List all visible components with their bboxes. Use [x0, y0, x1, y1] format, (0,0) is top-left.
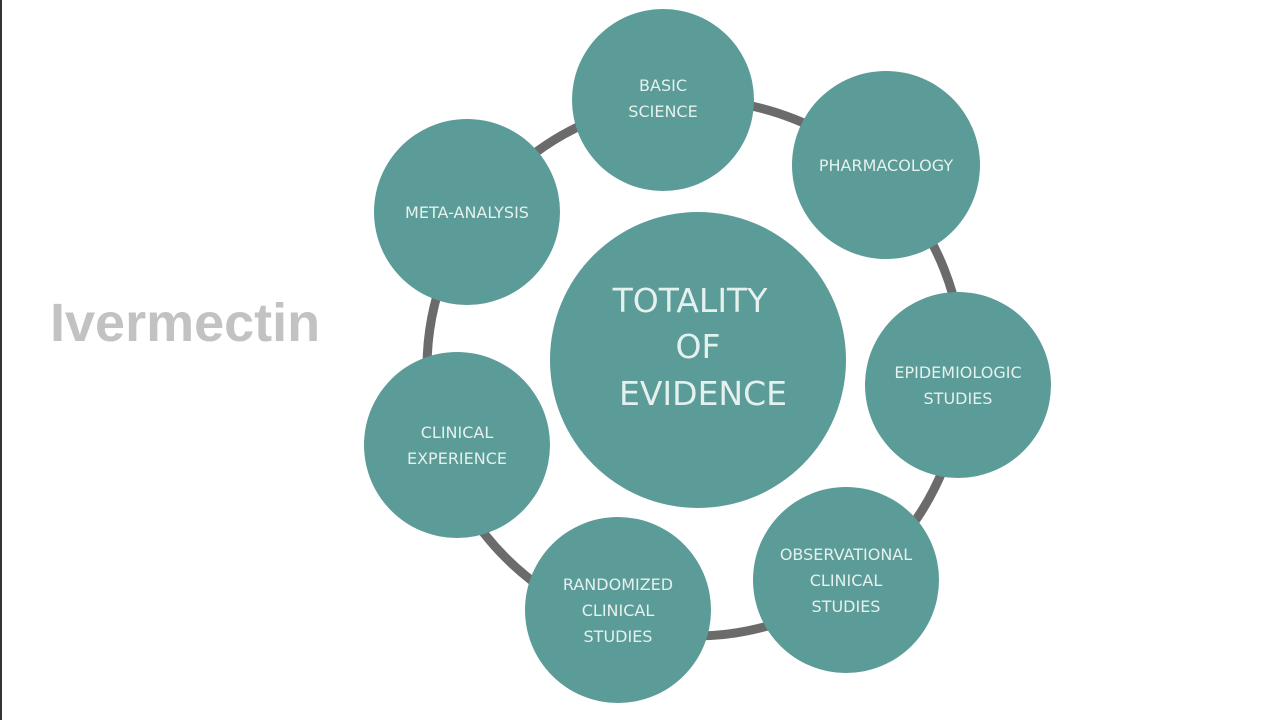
node-circle — [374, 119, 560, 305]
node-clinical-experience: CLINICAL EXPERIENCE — [364, 352, 550, 538]
node-label: EPIDEMIOLOGIC — [894, 363, 1021, 382]
node-observational-clinical-studies: OBSERVATIONAL CLINICAL STUDIES — [753, 487, 939, 673]
center-line: OF — [676, 327, 721, 366]
node-circle — [572, 9, 754, 191]
left-edge-line — [0, 0, 2, 720]
node-label: CLINICAL — [810, 571, 883, 590]
node-label: STUDIES — [812, 597, 881, 616]
node-label: OBSERVATIONAL — [780, 545, 912, 564]
node-label: STUDIES — [924, 389, 993, 408]
node-label: SCIENCE — [628, 102, 697, 121]
node-label: STUDIES — [584, 627, 653, 646]
node-circle — [525, 517, 711, 703]
node-circle — [865, 292, 1051, 478]
node-label: CLINICAL — [582, 601, 655, 620]
node-meta-analysis: META-ANALYSIS — [374, 119, 560, 305]
node-circle — [753, 487, 939, 673]
node-label: EXPERIENCE — [407, 449, 507, 468]
node-label: PHARMACOLOGY — [819, 156, 954, 175]
node-circle — [364, 352, 550, 538]
center-node: TOTALITY OF EVIDENCE — [550, 212, 846, 508]
center-line: EVIDENCE — [619, 374, 787, 413]
node-circle — [792, 71, 980, 259]
node-label: META-ANALYSIS — [405, 203, 529, 222]
node-pharmacology: PHARMACOLOGY — [792, 71, 980, 259]
node-label: BASIC — [639, 76, 687, 95]
node-label: RANDOMIZED — [563, 575, 673, 594]
node-epidemiologic-studies: EPIDEMIOLOGIC STUDIES — [865, 292, 1051, 478]
slide-title: Ivermectin — [50, 293, 321, 353]
node-label: CLINICAL — [421, 423, 494, 442]
node-randomized-clinical-studies: RANDOMIZED CLINICAL STUDIES — [525, 517, 711, 703]
center-line: TOTALITY — [612, 281, 769, 320]
node-basic-science: BASIC SCIENCE — [572, 9, 754, 191]
